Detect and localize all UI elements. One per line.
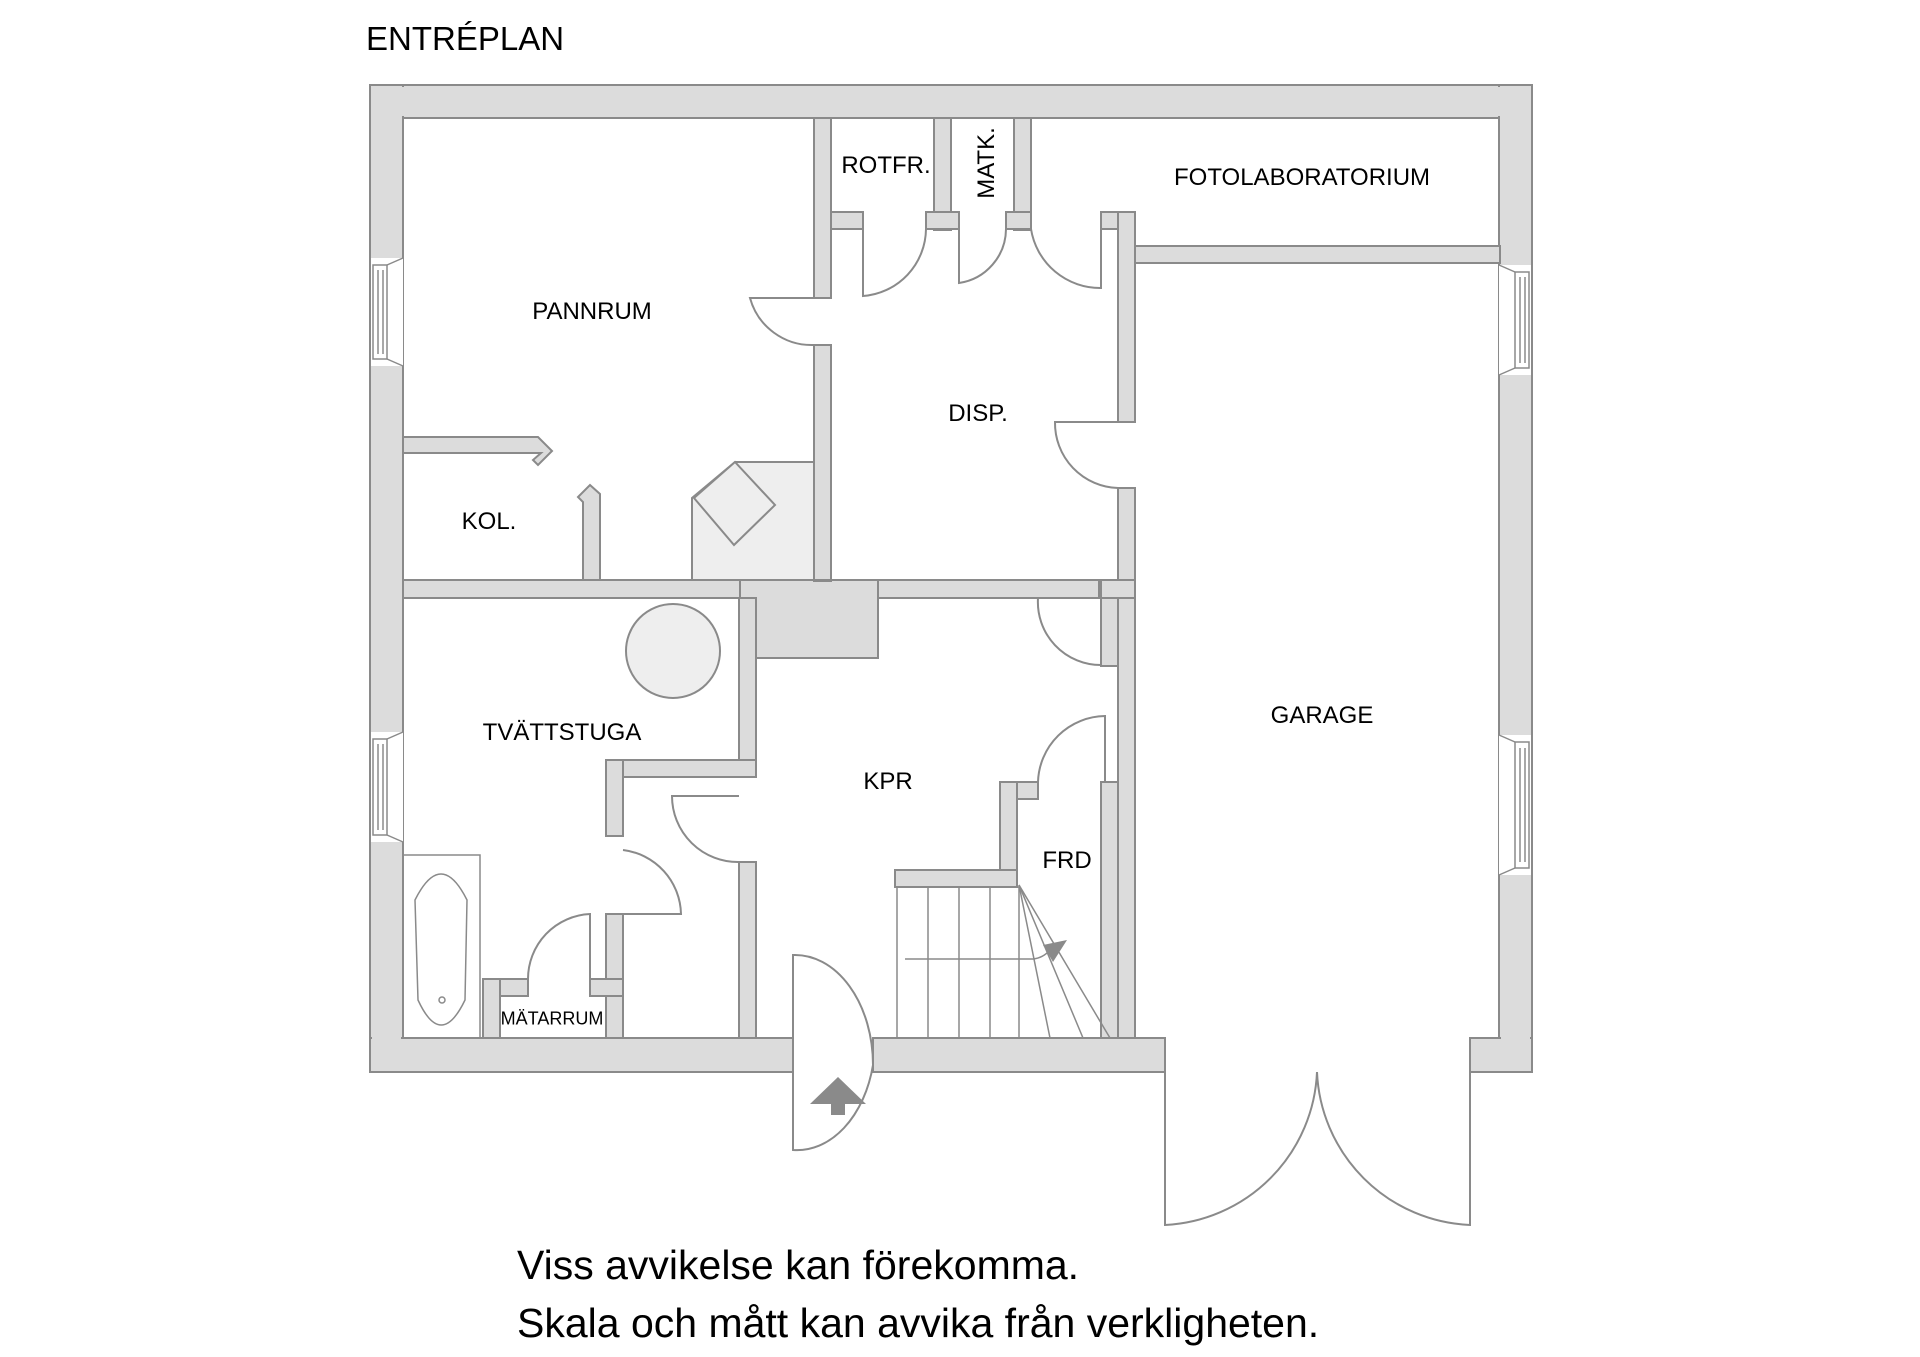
- bathtub-fixture: [402, 854, 481, 1039]
- interior-walls: [402, 117, 1501, 1039]
- room-label-tvattstuga: TVÄTTSTUGA: [482, 719, 642, 746]
- plan-title: ENTRÉPLAN: [366, 20, 565, 57]
- disclaimer-line-2: Skala och mått kan avvika från verklighe…: [517, 1300, 1320, 1346]
- tank-fixture: [625, 603, 721, 699]
- fixtures: [402, 460, 1111, 1039]
- entry-door: [792, 953, 875, 1152]
- room-label-garage: GARAGE: [1270, 702, 1374, 729]
- room-label-kol: KOL.: [461, 508, 517, 535]
- window-pannrum: [371, 257, 404, 367]
- window-tvattstuga: [371, 731, 404, 843]
- room-label-fotolaboratorium: FOTOLABORATORIUM: [1173, 164, 1431, 191]
- room-label-disp: DISP.: [948, 400, 1008, 427]
- boiler-unit: [692, 460, 777, 547]
- window-garage-lower: [1498, 734, 1531, 876]
- up-arrow-icon: [810, 1077, 866, 1115]
- room-label-rotfr: ROTFR.: [841, 152, 931, 179]
- outer-walls: [369, 84, 1533, 1073]
- room-label-pannrum: PANNRUM: [532, 298, 652, 325]
- room-label-matk: MATK.: [973, 127, 1000, 199]
- disclaimer-line-1: Viss avvikelse kan förekomma.: [517, 1242, 1080, 1288]
- room-label-matarrum: MÄTARRUM: [500, 1008, 604, 1029]
- disclaimer: Viss avvikelse kan förekomma. Skala och …: [517, 1236, 1319, 1352]
- window-garage-upper: [1498, 264, 1531, 376]
- windows: [371, 257, 1531, 876]
- room-label-frd: FRD: [1042, 847, 1092, 874]
- room-label-kpr: KPR: [863, 768, 913, 795]
- stairs: [896, 884, 1111, 1039]
